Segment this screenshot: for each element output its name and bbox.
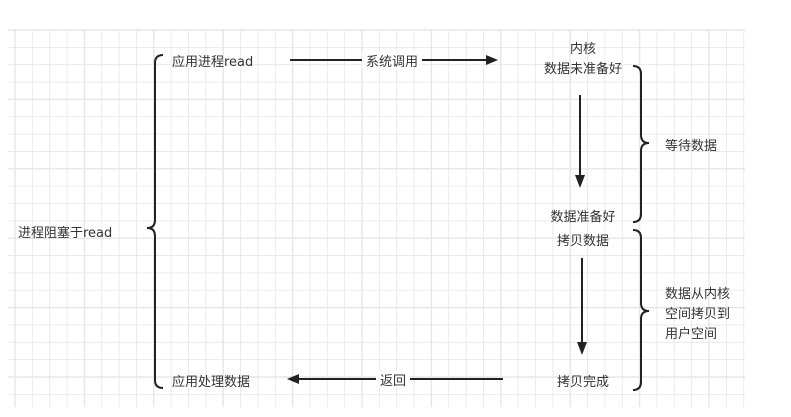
ready-label: 数据准备好: [550, 209, 615, 225]
copy-desc-line-2: 空间拷贝到: [665, 307, 730, 322]
grid-background: [8, 29, 745, 407]
wait-brace: [632, 65, 650, 223]
copy-desc-line-1: 数据从内核: [665, 286, 730, 302]
kernel-label: 内核: [570, 41, 596, 57]
copy-brace: [632, 229, 650, 391]
wait-arrowhead: [575, 175, 585, 188]
syscall-arrowhead: [486, 55, 498, 65]
syscall-label: 系统调用: [366, 55, 418, 70]
left-brace: [146, 54, 164, 389]
blocked-label: 进程阻塞于read: [18, 225, 112, 241]
copy-label: 拷贝数据: [557, 234, 609, 249]
return-arrowhead: [287, 374, 299, 384]
copy-done-label: 拷贝完成: [557, 375, 609, 390]
app-process-label: 应用处理数据: [172, 374, 250, 390]
copy-desc-line-3: 用户空间: [665, 326, 717, 342]
copy-arrowhead: [577, 342, 587, 355]
app-read-label: 应用进程read: [172, 54, 253, 70]
return-label: 返回: [380, 374, 406, 389]
wait-label: 等待数据: [665, 138, 717, 154]
not-ready-label: 数据未准备好: [544, 61, 622, 77]
